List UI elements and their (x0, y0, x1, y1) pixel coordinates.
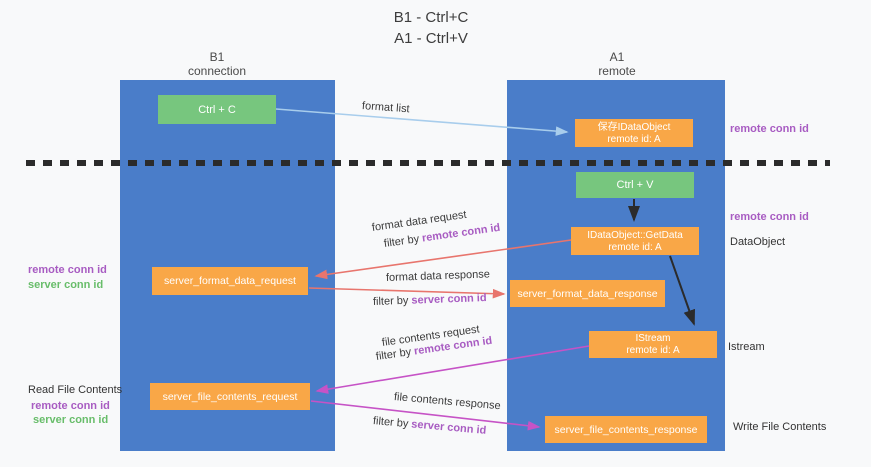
filter-by-text: filter by (383, 233, 420, 250)
read-file-contents-annotation: Read File Contents (28, 384, 123, 396)
lane-a1-name: A1 (609, 50, 625, 64)
istream-line2: remote id: A (626, 345, 680, 356)
title-line-2: A1 - Ctrl+V (394, 30, 468, 47)
istream-annotation: Istream (728, 341, 765, 353)
title-line-1: B1 - Ctrl+C (393, 9, 469, 26)
ctrl-v-box: Ctrl + V (576, 172, 694, 198)
right-remote-conn-id-top: remote conn id (730, 123, 809, 135)
lane-b1-role: connection (187, 64, 247, 78)
filter-key-server-conn-id: server conn id (410, 418, 487, 437)
format-data-response-label: format data response (385, 268, 491, 284)
file-contents-response-label: file contents response (393, 391, 502, 413)
dataobject-annotation: DataObject (730, 236, 786, 248)
server-file-contents-response-box: server_file_contents_response (545, 416, 707, 443)
save-dataobject-line2: remote id: A (607, 133, 661, 145)
istream-box: IStream remote id: A (589, 331, 717, 358)
write-file-contents-annotation: Write File Contents (733, 421, 827, 433)
left-remote-conn-id-1: remote conn id (28, 264, 107, 276)
filter-by-text: filter by (375, 346, 412, 363)
format-list-label: format list (361, 100, 410, 116)
boundary-dashed-line (26, 160, 830, 166)
right-remote-conn-id-mid: remote conn id (730, 211, 809, 223)
server-file-contents-response-label: server_file_contents_response (554, 423, 698, 436)
getdata-line1: IDataObject::GetData (587, 229, 683, 241)
ctrl-v-label: Ctrl + V (616, 179, 654, 191)
save-dataobject-line1: 保存IDataObject (597, 121, 671, 133)
lane-header-b1: B1 connection (157, 50, 277, 78)
server-format-data-request-box: server_format_data_request (152, 267, 308, 295)
filter-key-server-conn-id: server conn id (411, 292, 487, 307)
left-server-conn-id-2: server conn id (33, 414, 109, 426)
save-dataobject-box: 保存IDataObject remote id: A (575, 119, 693, 147)
ctrl-c-box: Ctrl + C (158, 95, 276, 124)
left-remote-conn-id-2: remote conn id (31, 400, 110, 412)
istream-line1: IStream (635, 333, 671, 344)
lane-a1-role: remote (598, 64, 636, 78)
server-file-contents-request-label: server_file_contents_request (162, 390, 298, 403)
server-format-data-response-box: server_format_data_response (510, 280, 665, 307)
server-file-contents-request-box: server_file_contents_request (150, 383, 310, 410)
lane-b1-name: B1 (209, 50, 225, 64)
page-title: B1 - Ctrl+C A1 - Ctrl+V (331, 7, 531, 49)
filter-by-text: filter by (372, 294, 409, 308)
getdata-box: IDataObject::GetData remote id: A (571, 227, 699, 255)
ctrl-c-label: Ctrl + C (198, 103, 236, 116)
filter-by-text: filter by (372, 415, 409, 431)
server-format-data-response-label: server_format_data_response (517, 287, 658, 300)
getdata-line2: remote id: A (608, 241, 662, 253)
server-format-data-request-label: server_format_data_request (164, 275, 296, 287)
lane-header-a1: A1 remote (557, 50, 677, 78)
left-server-conn-id-1: server conn id (28, 279, 104, 291)
